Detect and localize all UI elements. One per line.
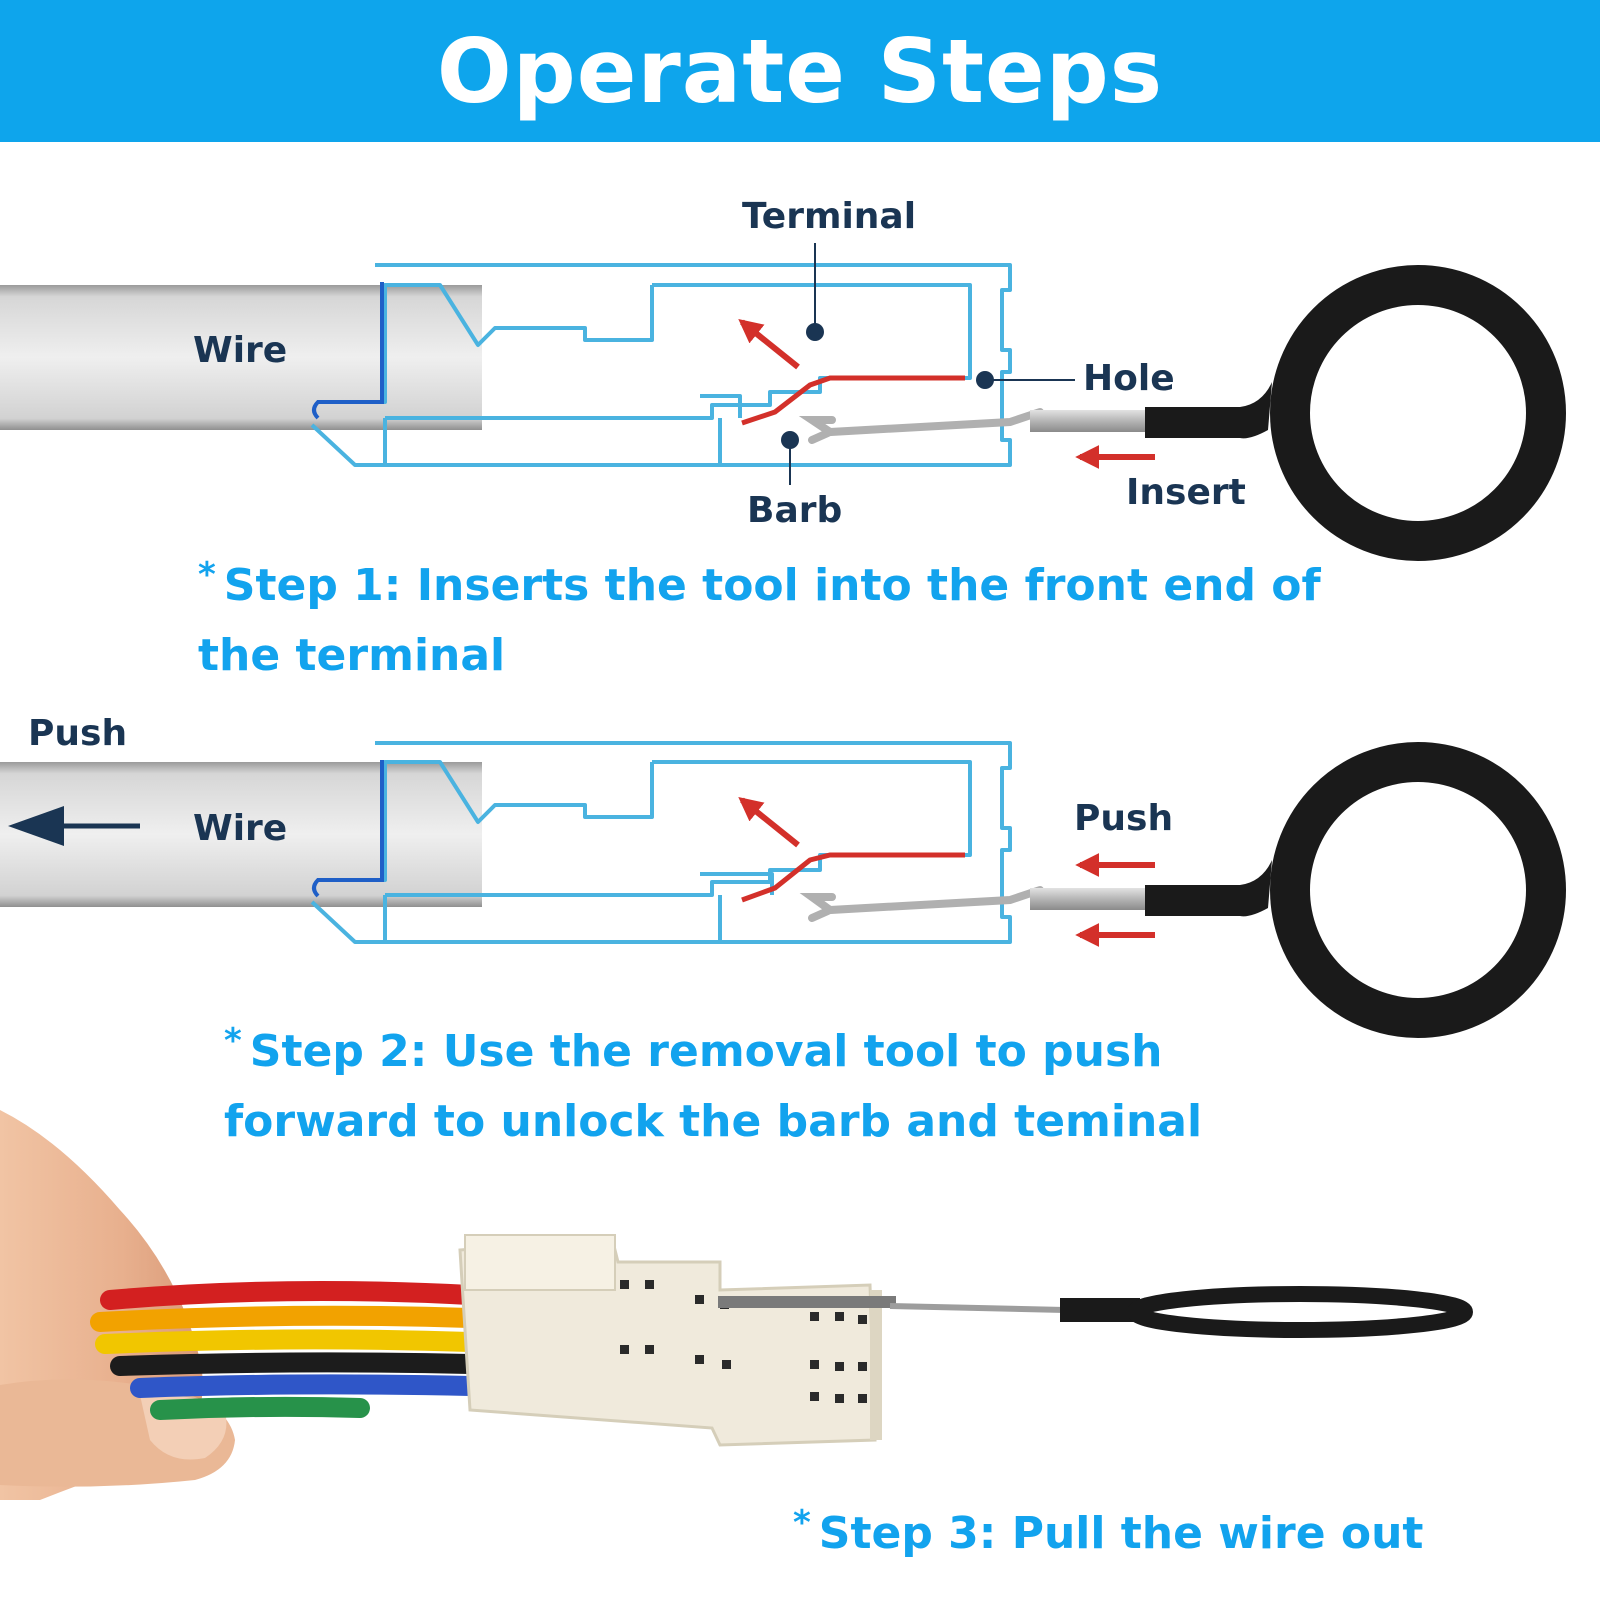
- barb-pointer-dot: [781, 431, 799, 449]
- step1-line2: the terminal: [198, 630, 506, 681]
- wire-body-2: [0, 762, 482, 907]
- barb-label: Barb: [747, 490, 843, 531]
- wire-edge: [312, 282, 384, 420]
- push-right-label: Push: [1074, 798, 1174, 839]
- page-title: Operate Steps: [436, 19, 1164, 123]
- red-arrow-up: [738, 318, 800, 370]
- insert-label: Insert: [1126, 472, 1246, 513]
- contact-spring: [741, 375, 965, 426]
- photo-step3: [0, 1110, 1473, 1500]
- wire-bundle: [90, 1281, 480, 1420]
- connector-housing: [458, 1234, 882, 1447]
- pull-left-arrow: [8, 806, 140, 846]
- step3-caption: *Step 3: Pull the wire out: [793, 1488, 1423, 1569]
- diagram-step1: [0, 243, 1566, 561]
- step2-line2: forward to unlock the barb and teminal: [224, 1096, 1203, 1147]
- removal-tool-2: [1030, 742, 1566, 1038]
- wire-body: [0, 285, 482, 430]
- removal-tool-3: [718, 1286, 1473, 1338]
- push-left-label: Push: [28, 713, 128, 754]
- wire-label: Wire: [193, 330, 288, 371]
- red-arrow-up-2: [738, 796, 800, 848]
- contact-spring-2: [741, 852, 965, 903]
- step2-asterisk: *: [224, 1021, 242, 1061]
- terminal-pointer-dot: [806, 323, 824, 341]
- wire-label-2: Wire: [193, 808, 288, 849]
- diagram-step2: [0, 741, 1566, 1038]
- removal-tool-1: [1030, 265, 1566, 561]
- wire-edge-2: [312, 760, 384, 898]
- terminal-label: Terminal: [742, 196, 917, 237]
- needle-tip: [798, 408, 1044, 444]
- step2-caption: *Step 2: Use the removal tool to push fo…: [224, 1006, 1202, 1157]
- step3-asterisk: *: [793, 1503, 811, 1543]
- step1-line1: Step 1: Inserts the tool into the front …: [223, 560, 1321, 611]
- step2-line1: Step 2: Use the removal tool to push: [249, 1026, 1163, 1077]
- terminal-outline: [310, 263, 1012, 467]
- step3-line1: Step 3: Pull the wire out: [818, 1508, 1424, 1559]
- header-bar: Operate Steps: [0, 0, 1600, 142]
- hole-pointer-dot: [976, 371, 994, 389]
- needle-tip-2: [799, 886, 1044, 922]
- hole-label: Hole: [1083, 358, 1175, 399]
- step1-asterisk: *: [198, 555, 216, 595]
- step1-caption: *Step 1: Inserts the tool into the front…: [198, 540, 1321, 691]
